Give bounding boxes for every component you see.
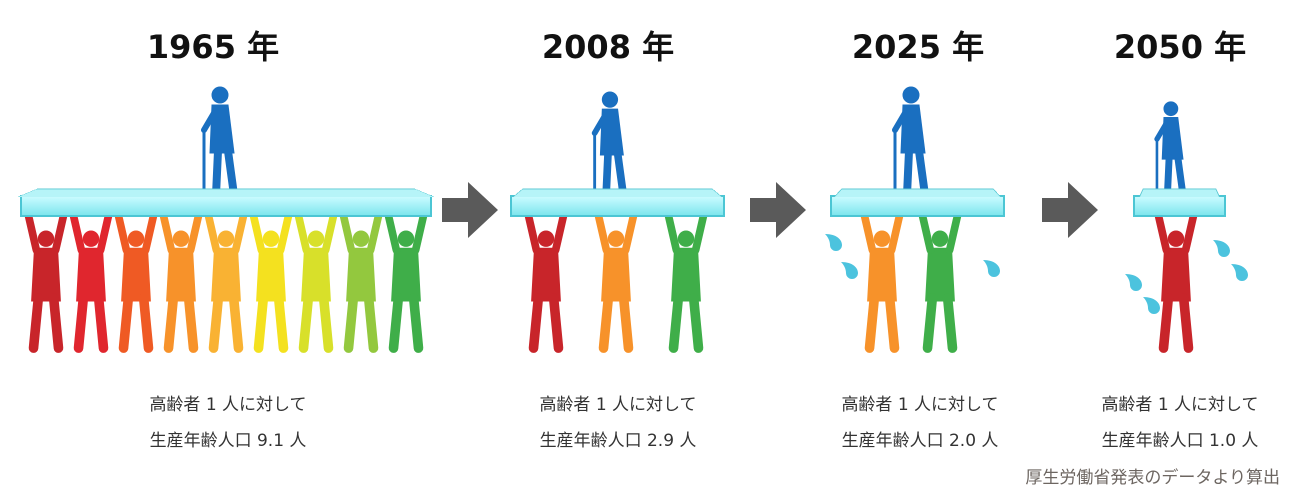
caption-2025-line2: 生産年齢人口 2.0 人 xyxy=(841,431,999,451)
supporter-person-icon xyxy=(157,200,205,353)
supporter-person-icon xyxy=(247,200,295,353)
supporter-person-icon xyxy=(592,200,640,353)
supporter-person-icon xyxy=(522,200,570,353)
arrow-right-icon xyxy=(750,182,806,238)
glass-platform-1965 xyxy=(20,195,432,217)
caption-2050-line2: 生産年齢人口 1.0 人 xyxy=(1101,431,1259,451)
sweat-drop-icon xyxy=(841,262,858,279)
year-2025: 2025 年 xyxy=(851,28,985,66)
year-1965: 1965 年 xyxy=(146,28,280,66)
supporter-person-icon xyxy=(1152,200,1200,353)
sweat-drop-icon xyxy=(1143,297,1160,314)
elderly-person-icon xyxy=(201,86,238,199)
supporter-person-icon xyxy=(22,200,70,353)
glass-platform-2050 xyxy=(1133,195,1226,217)
supporter-person-icon xyxy=(112,200,160,353)
supporter-person-icon xyxy=(337,200,385,353)
caption-1965-line1: 高齢者 1 人に対して xyxy=(149,395,307,415)
supporter-person-icon xyxy=(916,200,964,353)
sweat-drop-icon xyxy=(825,234,842,251)
year-2050: 2050 年 xyxy=(1113,28,1247,66)
caption-2008-line2: 生産年齢人口 2.9 人 xyxy=(539,431,697,451)
sweat-drop-icon xyxy=(983,260,1000,277)
supporter-person-icon xyxy=(662,200,710,353)
supporter-person-icon xyxy=(67,200,115,353)
sweat-drop-icon xyxy=(1213,240,1230,257)
supporter-person-icon xyxy=(202,200,250,353)
supporter-person-icon xyxy=(382,200,430,353)
glass-platform-2025 xyxy=(830,195,1005,217)
caption-2025-line1: 高齢者 1 人に対して xyxy=(841,395,999,415)
elderly-person-icon xyxy=(591,91,628,200)
glass-platform-2008 xyxy=(510,195,725,217)
caption-2050-line1: 高齢者 1 人に対して xyxy=(1101,395,1259,415)
supporter-person-icon xyxy=(292,200,340,353)
source-note: 厚生労働省発表のデータより算出 xyxy=(1025,468,1280,488)
year-2008: 2008 年 xyxy=(541,28,675,66)
arrow-right-icon xyxy=(1042,182,1098,238)
supporter-person-icon xyxy=(858,200,906,353)
arrow-right-icon xyxy=(442,182,498,238)
sweat-drop-icon xyxy=(1125,274,1142,291)
caption-1965-line2: 生産年齢人口 9.1 人 xyxy=(149,431,307,451)
elderly-person-icon xyxy=(1154,101,1187,200)
elderly-person-icon xyxy=(892,86,929,199)
caption-2008-line1: 高齢者 1 人に対して xyxy=(539,395,697,415)
sweat-drop-icon xyxy=(1231,264,1248,281)
